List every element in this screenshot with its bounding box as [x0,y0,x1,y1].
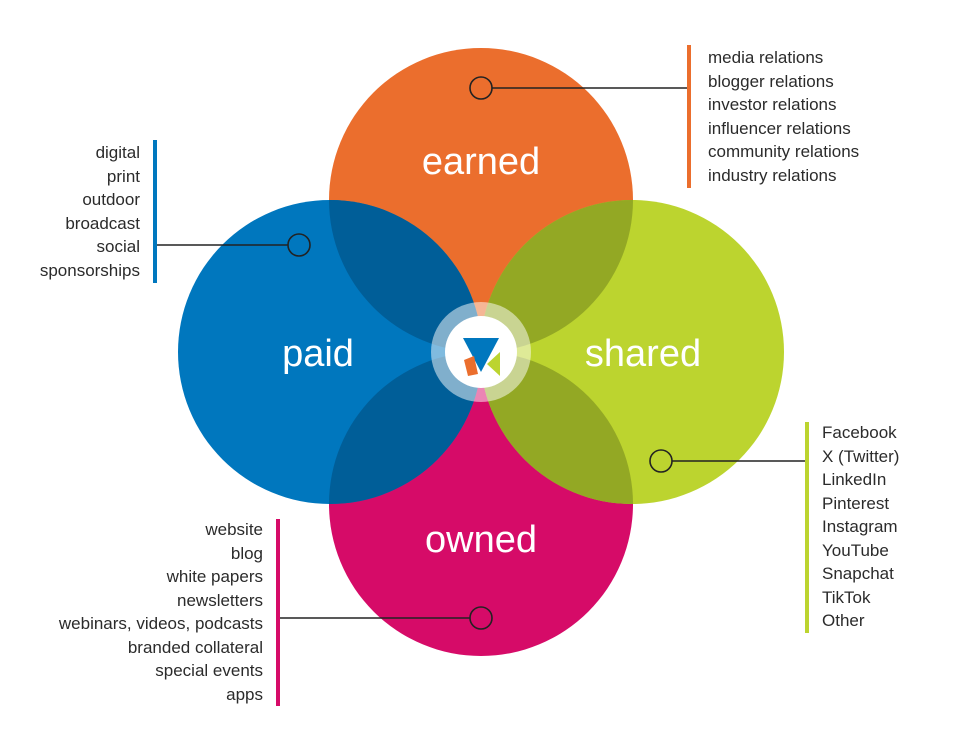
owned-list-item: blog [230,543,263,563]
label-owned: owned [425,519,537,561]
center-logo [431,302,531,402]
owned-list-item: special events [155,661,263,680]
shared-list-item: Pinterest [822,493,890,513]
shared-list-item: Other [822,611,865,630]
connector-paid [156,233,311,257]
paid-list-item: digital [95,143,140,162]
overlap-earned-paid [329,200,482,352]
owned-list-item: white papers [166,567,263,586]
connector-owned [279,606,493,630]
earned-list: media relations blogger relations investor… [708,46,859,187]
earned-list-item: blogger relations [708,71,834,91]
shared-list-item: Instagram [822,517,898,536]
overlap-owned-shared [480,352,633,504]
overlap-earned-shared [480,200,633,352]
paid-list-item: sponsorships [39,260,140,280]
overlap-owned-paid [329,352,482,504]
paid-list: digital print outdoor broadcast social sponso… [40,141,140,282]
shared-list-item: TikTok [822,587,871,607]
connector-earned [469,76,688,100]
owned-list-item: website [205,520,263,539]
earned-list-item: investor relations [708,95,837,114]
paid-list-item: social [96,237,140,256]
owned-list-item: webinars, videos, podcasts [58,614,263,633]
owned-list: website blog white papers newsletters webina… [59,518,263,706]
earned-list-item: influencer relations [708,118,851,138]
owned-list-item: newsletters [177,590,263,610]
v-logo-icon [463,338,499,372]
shared-list-item: LinkedIn [822,470,887,489]
owned-list-item: apps [226,684,263,704]
paid-list-item: outdoor [82,190,140,209]
label-earned: earned [422,141,540,183]
paid-list-item: broadcast [65,213,140,233]
earned-list-item: media relations [708,48,824,67]
shared-list-item: X (Twitter) [822,446,900,466]
shared-list-item: Snapchat [822,564,894,583]
paid-list-item: print [106,166,140,186]
shared-list-item: YouTube [822,540,889,560]
connector-shared [649,449,806,473]
owned-list-item: branded collateral [127,637,263,657]
earned-list-item: community relations [708,142,860,161]
earned-list-item: industry relations [708,165,837,185]
label-shared: shared [585,333,701,375]
shared-list-item: Facebook [822,423,897,442]
label-paid: paid [282,333,354,375]
